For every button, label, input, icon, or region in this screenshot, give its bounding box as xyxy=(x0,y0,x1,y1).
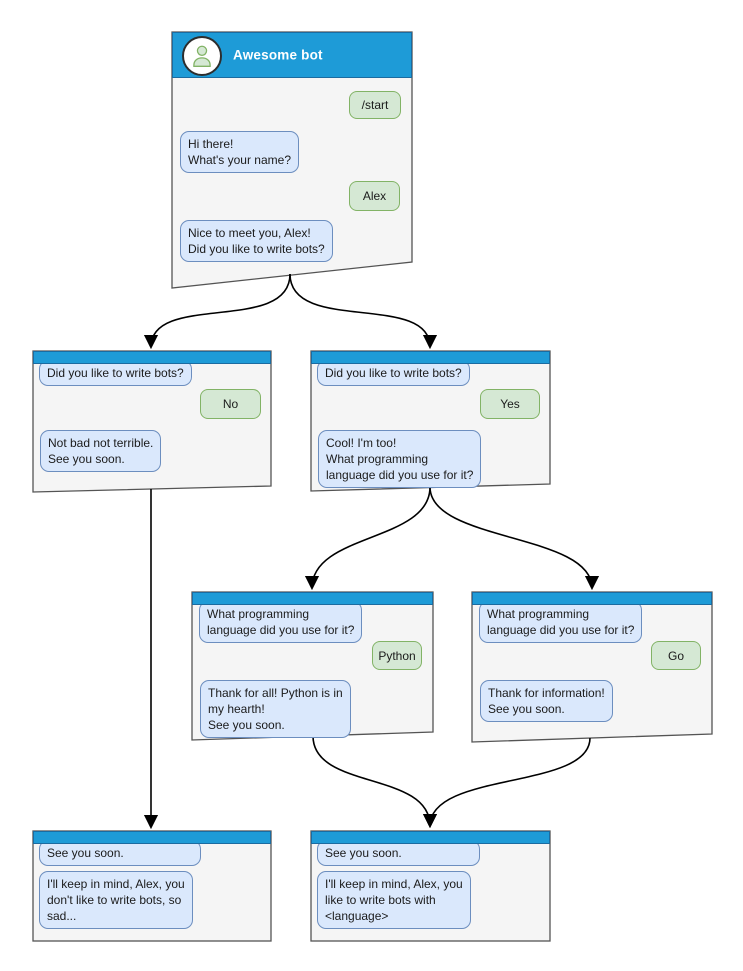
bot-message-bubble: I'll keep in mind, Alex, you don't like … xyxy=(39,871,193,929)
user-message-bubble: No xyxy=(200,389,261,419)
bot-message-bubble: Thank for all! Python is in my hearth! S… xyxy=(200,680,351,738)
edge-root-to-branch-no xyxy=(143,273,291,350)
window-title-bar: Awesome bot xyxy=(172,32,412,78)
bot-message-bubble: I'll keep in mind, Alex, you like to wri… xyxy=(317,871,471,929)
edge-go-to-end-lang xyxy=(422,737,591,829)
user-message-bubble: Go xyxy=(651,641,701,670)
user-message-bubble: Python xyxy=(372,641,422,670)
bot-message-bubble: Cool! I'm too! What programming language… xyxy=(318,430,482,488)
edge-root-to-branch-yes xyxy=(289,273,438,350)
bot-message-bubble: Nice to meet you, Alex! Did you like to … xyxy=(180,220,333,262)
bot-message-bubble: Not bad not terrible. See you soon. xyxy=(40,430,162,472)
chat-window-branch-yes: Did you like to write bots? Yes Cool! I'… xyxy=(311,351,550,491)
window-title-bar xyxy=(192,592,433,605)
bot-avatar xyxy=(182,36,222,76)
bot-message-bubble: Did you like to write bots? xyxy=(317,360,470,386)
chat-window-python: What programming language did you use fo… xyxy=(192,592,433,740)
bot-message-bubble: What programming language did you use fo… xyxy=(479,601,643,643)
edge-branch-yes-to-go xyxy=(429,486,600,591)
chat-window-branch-no: Did you like to write bots? No Not bad n… xyxy=(33,351,271,492)
bot-message-bubble: Did you like to write bots? xyxy=(39,360,192,386)
bot-message-bubble: Hi there! What's your name? xyxy=(180,131,300,173)
window-title-bar xyxy=(33,351,271,364)
edge-branch-yes-to-python xyxy=(304,486,431,591)
person-icon xyxy=(193,45,211,67)
bot-message-bubble: Thank for information! See you soon. xyxy=(480,680,613,722)
bot-message-bubble: See you soon. xyxy=(317,840,480,866)
chat-window-root: Awesome bot /start Hi there! What's your… xyxy=(172,32,412,288)
user-message-bubble: /start xyxy=(349,91,401,119)
bot-message-bubble: What programming language did you use fo… xyxy=(199,601,363,643)
window-title-bar xyxy=(311,831,550,844)
window-title: Awesome bot xyxy=(233,47,323,63)
chat-window-end-lang: See you soon. I'll keep in mind, Alex, y… xyxy=(311,831,550,941)
edge-python-to-end-lang xyxy=(312,735,438,829)
window-title-bar xyxy=(311,351,550,364)
chat-window-go: What programming language did you use fo… xyxy=(472,592,712,742)
user-message-bubble: Alex xyxy=(349,181,400,211)
window-title-bar xyxy=(472,592,712,605)
window-title-bar xyxy=(33,831,271,844)
chat-window-end-no: See you soon. I'll keep in mind, Alex, y… xyxy=(33,831,271,941)
user-message-bubble: Yes xyxy=(480,389,540,419)
